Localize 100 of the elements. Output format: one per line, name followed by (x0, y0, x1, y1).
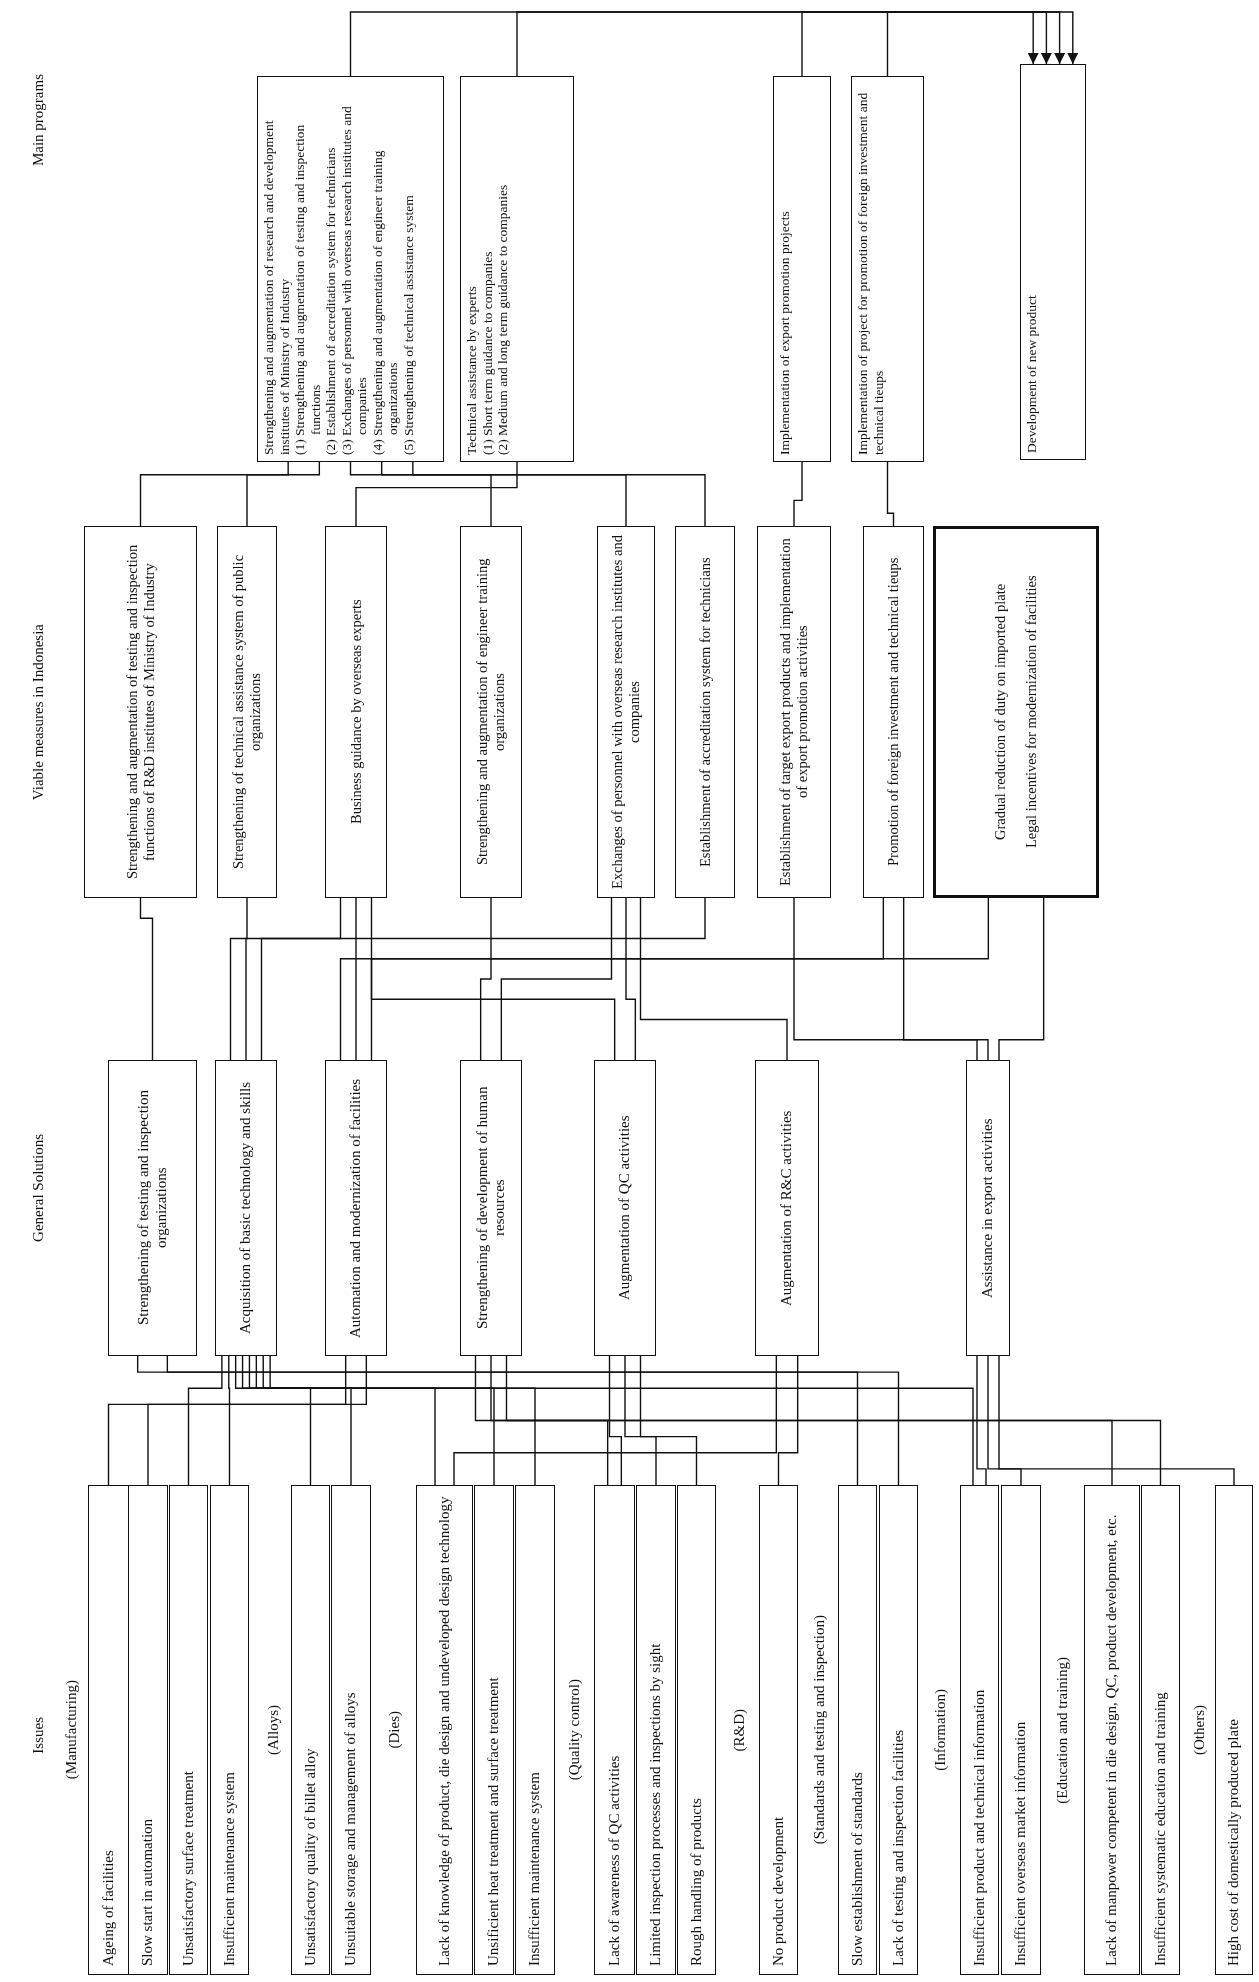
solution-box (325, 1060, 387, 1356)
measure-box (217, 526, 277, 898)
connector-line (147, 1355, 368, 1486)
measure-box (933, 526, 1099, 898)
box-text: (1) Strengthening and augmentation of testing and inspection functions (292, 123, 324, 455)
program-box (460, 76, 574, 462)
group-label: (Dies) (385, 1711, 403, 1749)
box-text: No product development (769, 1815, 787, 1966)
solution-box (594, 1060, 656, 1356)
connector-line (886, 461, 895, 527)
arrow (349, 11, 1039, 77)
box-text: Unsificient heat treatment and surface treatment (485, 1676, 503, 1966)
program-box (257, 76, 444, 462)
connector-line (639, 1355, 698, 1486)
solution-box (215, 1060, 277, 1356)
connector-line (998, 1355, 1235, 1486)
box-text: Implementation of project for promotion of foreign investment and technical tieups (855, 91, 887, 455)
box-text: Development of new product (1024, 294, 1040, 453)
connector-line (139, 897, 154, 1061)
connector-line (500, 897, 613, 1061)
measure-box (863, 526, 924, 898)
issue-box (474, 1485, 514, 1975)
measure-box (757, 526, 831, 898)
connector-line (793, 461, 803, 527)
connector-line (777, 1355, 799, 1486)
measure-box (675, 526, 735, 898)
box-text: Insufficient product and technical information (970, 1688, 988, 1966)
box-text: Augmentation of R&C activities (778, 1109, 796, 1308)
connector-line (625, 897, 637, 1061)
connector-line (339, 897, 357, 1061)
box-text: Augmentation of QC activities (616, 1114, 634, 1303)
box-text: Unsuitable storage and management of alloys (342, 1691, 360, 1966)
measure-box (597, 526, 655, 898)
box-text: Insufficient maintenance system (220, 1771, 238, 1966)
issue-box (879, 1485, 918, 1975)
box-text: Lack of knowledge of product, die design and undeveloped design technology (435, 1495, 453, 1966)
box-text: Limited inspection processes and inspections by sight (647, 1642, 665, 1966)
box-text: Legal incentives for modernization of facilities (1023, 574, 1040, 851)
group-label: (Manufacturing) (62, 1680, 80, 1780)
issue-box (838, 1485, 877, 1975)
connector-line (107, 1355, 347, 1486)
box-text: Strengthening and augmentation of testing and inspection functions of R&D institutes of Ministry of Industry (123, 543, 158, 882)
box-text: Lack of awareness of QC activities (605, 1754, 623, 1966)
column-heading: General Solutions (29, 1134, 47, 1242)
box-text: High cost of domestically produced plate (1225, 1717, 1243, 1966)
connector-line (245, 897, 342, 1061)
measure-box (460, 526, 522, 898)
arrow (801, 11, 1066, 77)
box-text: (3) Exchanges of personnel with overseas research institutes and companies (338, 105, 370, 455)
box-text: Lack of testing and inspection facilities (889, 1728, 907, 1966)
issue-box (1084, 1485, 1140, 1975)
column-heading: Viable measures in Indonesia (29, 623, 47, 801)
issue-box (1001, 1485, 1041, 1975)
box-text: Insufficient maintenance system (526, 1771, 544, 1966)
box-text: Gradual reduction of duty on imported plate (992, 582, 1009, 843)
box-text: Strengthening of technical assistance system of public organizations (230, 553, 264, 872)
group-label: (Others) (1190, 1705, 1208, 1755)
issue-box (759, 1485, 798, 1975)
box-text: Rough handling of products (687, 1797, 705, 1966)
connector-line (987, 1355, 1022, 1486)
box-text: Technical assistance by experts (464, 285, 480, 455)
connector-line (412, 461, 706, 527)
group-label: (Quality control) (565, 1679, 583, 1781)
box-text: (2) Medium and long term guidance to companies (495, 183, 511, 455)
connector-line (234, 1355, 312, 1486)
connector-line (639, 897, 788, 1061)
connector-line (370, 897, 616, 1061)
box-text: Strengthening and augmentation of research and development institutes of Ministry of Industry (261, 119, 292, 455)
connector-line (479, 897, 492, 1061)
column-heading: Main programs (29, 73, 47, 167)
box-text: Unsatisfactory surface treatment (179, 1770, 197, 1966)
column-heading: Issues (29, 1716, 47, 1754)
arrow (516, 11, 1052, 77)
connector-line (355, 897, 885, 1061)
program-box (773, 76, 831, 462)
issue-box (1141, 1485, 1180, 1975)
connector-line (793, 897, 978, 1061)
connector-line (474, 1355, 609, 1486)
issue-box (169, 1485, 208, 1975)
issue-box (331, 1485, 371, 1975)
issue-box (677, 1485, 716, 1975)
measure-box (84, 526, 197, 898)
box-text: Exchanges of personnel with overseas research institutes and companies (609, 535, 643, 889)
box-text: Business guidance by overseas experts (347, 598, 365, 827)
box-text: Assistance in export activities (979, 1117, 997, 1300)
connector-line (998, 897, 1045, 1061)
connector-line (370, 897, 990, 1061)
program-box (1020, 64, 1086, 460)
issue-box (636, 1485, 676, 1975)
issue-box (128, 1485, 168, 1975)
connector-line (269, 1355, 974, 1486)
box-text: Unsatisfactory quality of billet alloy (301, 1747, 319, 1966)
issue-box (594, 1485, 635, 1975)
connector-line (139, 461, 289, 527)
box-text: Establishment of accreditation system for technicians (696, 556, 714, 869)
box-text: Acquisition of basic technology and skills (237, 1080, 255, 1337)
box-text: Slow start in automation (139, 1817, 157, 1966)
box-text: Slow establishment of standards (848, 1771, 866, 1966)
connector-line (228, 1355, 231, 1486)
connector-line (453, 1355, 778, 1486)
